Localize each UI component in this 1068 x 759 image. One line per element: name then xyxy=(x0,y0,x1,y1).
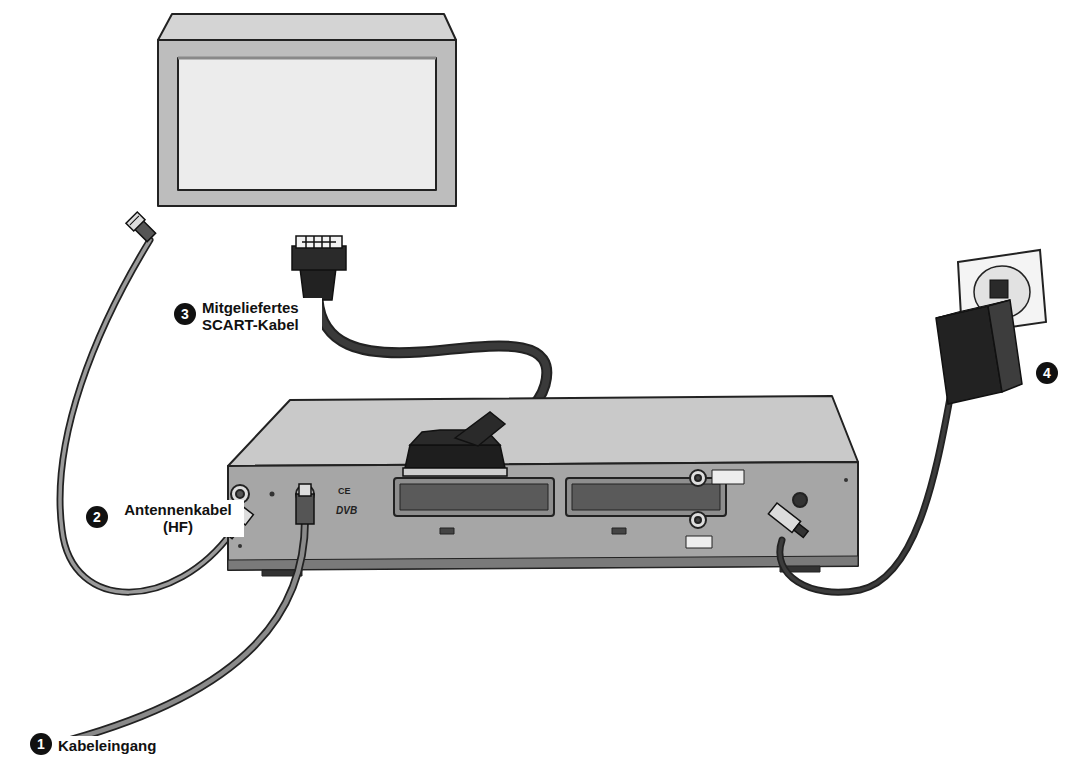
cable-input xyxy=(70,484,314,740)
cable-label: Kabeleingang xyxy=(56,736,158,755)
power-supply xyxy=(768,250,1046,592)
tv-set xyxy=(158,14,456,206)
callout-number: 2 xyxy=(86,506,108,528)
callout-number: 3 xyxy=(174,303,196,325)
cable-label: Antennenkabel (HF) xyxy=(112,500,244,537)
receiver xyxy=(228,396,858,576)
scart-plug xyxy=(403,412,507,476)
callout-number: 1 xyxy=(30,733,52,755)
callout-number: 4 xyxy=(1036,362,1058,384)
cable-label: Mitgeliefertes SCART-Kabel xyxy=(200,298,322,335)
ce-mark: CE xyxy=(338,486,351,496)
dvb-logo: DVB xyxy=(336,505,357,517)
